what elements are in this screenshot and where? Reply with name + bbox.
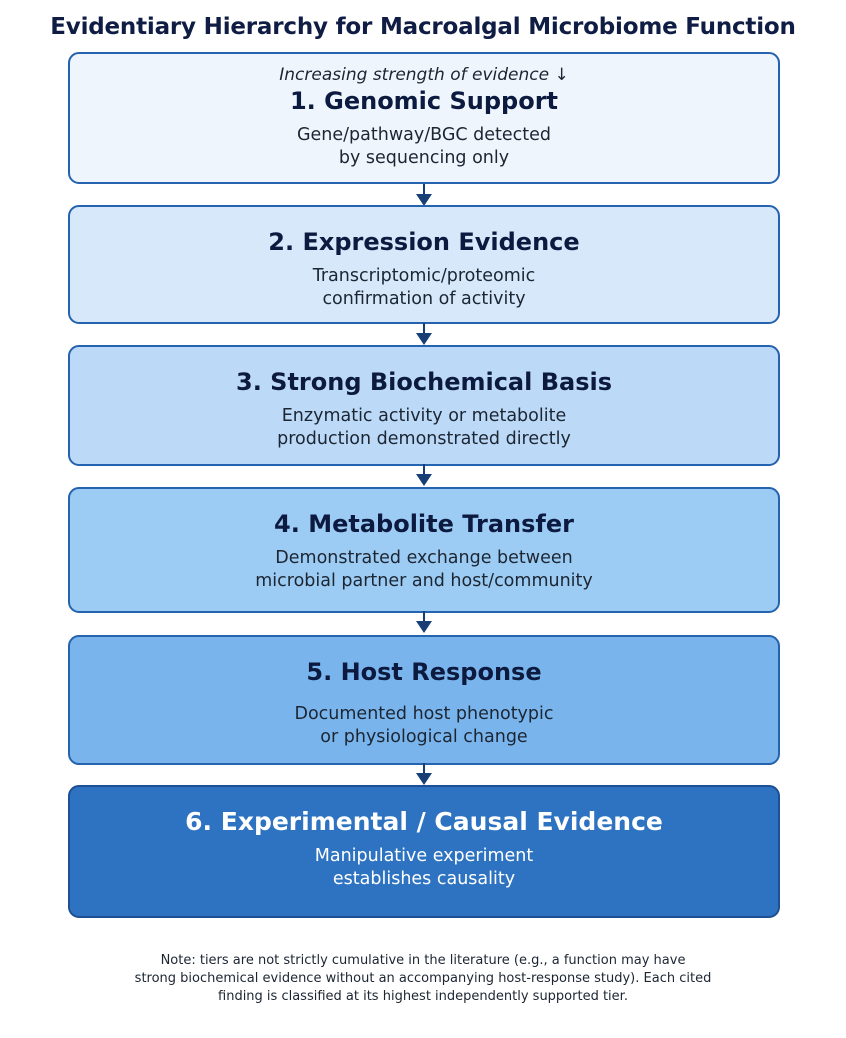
tier-description: Documented host phenotypic or physiologi… <box>70 703 778 749</box>
direction-note: Increasing strength of evidence ↓ <box>279 65 569 85</box>
tier-description-line: Gene/pathway/BGC detected <box>296 125 552 145</box>
tier-description: Transcriptomic/proteomic confirmation of… <box>70 265 778 311</box>
footnote-line: Note: tiers are not strictly cumulative … <box>160 953 686 968</box>
tier-5-host-response: 5. Host Response Documented host phenoty… <box>68 635 780 765</box>
tier-description-line: Documented host phenotypic <box>294 704 554 724</box>
diagram-title: Evidentiary Hierarchy for Macroalgal Mic… <box>50 14 796 40</box>
footnote-line: finding is classified at its highest ind… <box>218 989 628 1004</box>
tier-heading: 2. Expression Evidence <box>268 228 580 256</box>
tier-heading: 4. Metabolite Transfer <box>274 510 574 538</box>
tier-heading: 6. Experimental / Causal Evidence <box>185 807 663 836</box>
tier-description-line: Transcriptomic/proteomic <box>312 266 536 286</box>
tier-description-line: microbial partner and host/community <box>255 571 593 591</box>
tier-heading: 3. Strong Biochemical Basis <box>236 368 612 396</box>
tier-description-line: by sequencing only <box>338 148 510 168</box>
tier-description-line: production demonstrated directly <box>277 429 571 449</box>
tier-heading: 1. Genomic Support <box>289 87 559 115</box>
tier-description-line: Demonstrated exchange between <box>275 548 573 568</box>
tier-description: Gene/pathway/BGC detected by sequencing … <box>70 124 778 170</box>
tier-description-line: Enzymatic activity or metabolite <box>281 406 567 426</box>
tier-description: Manipulative experiment establishes caus… <box>70 845 778 891</box>
footnote-line: strong biochemical evidence without an a… <box>134 971 712 986</box>
tier-description-line: Manipulative experiment <box>314 846 534 866</box>
tier-description: Enzymatic activity or metabolite product… <box>70 405 778 451</box>
tier-4-metabolite-transfer: 4. Metabolite Transfer Demonstrated exch… <box>68 487 780 613</box>
footnote: Note: tiers are not strictly cumulative … <box>0 952 846 1006</box>
tier-2-expression-evidence: 2. Expression Evidence Transcriptomic/pr… <box>68 205 780 324</box>
tier-1-genomic-support: Increasing strength of evidence ↓ 1. Gen… <box>68 52 780 184</box>
tier-3-strong-biochemical-basis: 3. Strong Biochemical Basis Enzymatic ac… <box>68 345 780 466</box>
tier-heading: 5. Host Response <box>306 658 542 686</box>
tier-description-line: or physiological change <box>320 727 528 747</box>
tier-6-experimental-causal-evidence: 6. Experimental / Causal Evidence Manipu… <box>68 785 780 918</box>
tier-description: Demonstrated exchange between microbial … <box>70 547 778 593</box>
tier-description-line: confirmation of activity <box>322 289 526 309</box>
tier-description-line: establishes causality <box>332 869 516 889</box>
